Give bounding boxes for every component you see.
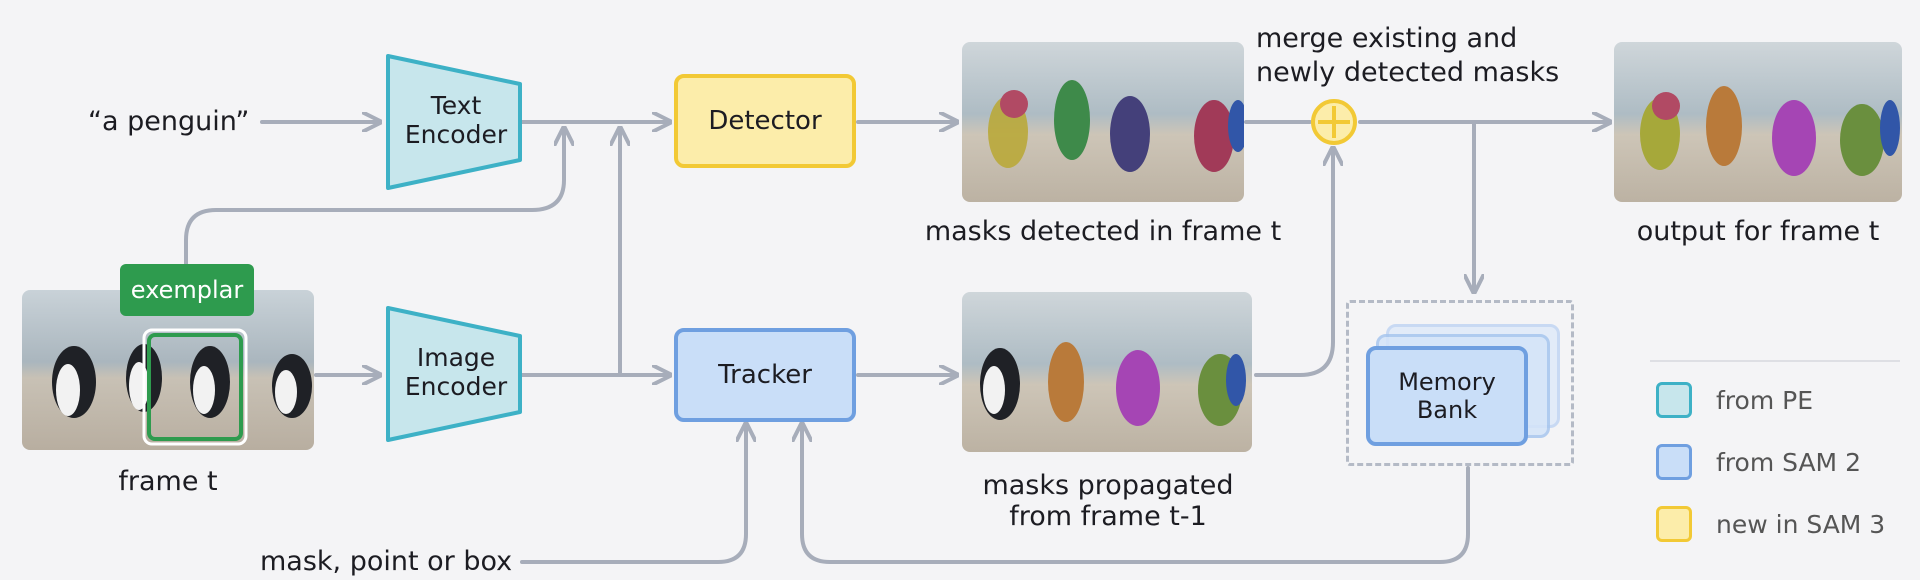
exemplar-tag: exemplar: [120, 264, 254, 316]
output-caption: output for frame t: [1636, 216, 1880, 247]
arrow-propagated-up-to-merge: [1254, 150, 1333, 377]
detector-box: Detector: [674, 74, 856, 168]
masks-detected-image: [962, 42, 1244, 202]
frame-label: frame t: [118, 466, 218, 497]
prompt-input-label: mask, point or box: [260, 546, 513, 577]
image-encoder-label: Image Encoder: [396, 343, 516, 402]
memory-bank-label: Memory Bank: [1398, 368, 1496, 424]
masks-detected-caption: masks detected in frame t: [924, 216, 1282, 247]
legend-swatch-pe: [1656, 382, 1692, 418]
memory-bank-container: [1346, 300, 1574, 466]
memory-bank-box: Memory Bank: [1366, 346, 1528, 446]
output-frame-image: [1614, 42, 1902, 202]
legend-label-pe: from PE: [1716, 385, 1813, 415]
legend-swatch-sam3: [1656, 506, 1692, 542]
tracker-box: Tracker: [674, 328, 856, 422]
legend-label-sam2: from SAM 2: [1716, 447, 1861, 477]
arrow-exemplar-to-text-encoder-out: [184, 130, 564, 267]
legend-divider: [1650, 360, 1900, 362]
arrow-prompt-to-tracker: [520, 426, 746, 564]
merge-operator-icon: [1311, 99, 1357, 145]
legend-swatch-sam2: [1656, 444, 1692, 480]
detector-label: Detector: [708, 106, 822, 136]
text-prompt: “a penguin”: [88, 106, 250, 137]
image-encoder-text: Image Encoder: [404, 343, 508, 401]
text-encoder-label: Text Encoder: [396, 91, 516, 150]
legend-item-sam3: new in SAM 3: [1656, 506, 1885, 542]
arrow-memory-back-to-tracker: [802, 426, 1470, 564]
masks-propagated-caption: masks propagated from frame t-1: [982, 470, 1234, 533]
masks-propagated-image: [962, 292, 1252, 452]
legend-item-sam2: from SAM 2: [1656, 444, 1861, 480]
text-encoder-text: Text Encoder: [404, 91, 508, 149]
merge-caption: merge existing and newly detected masks: [1256, 23, 1560, 88]
legend-label-sam3: new in SAM 3: [1716, 509, 1886, 539]
tracker-label: Tracker: [718, 360, 812, 390]
frame-t-image: [22, 290, 314, 450]
legend-item-pe: from PE: [1656, 382, 1813, 418]
